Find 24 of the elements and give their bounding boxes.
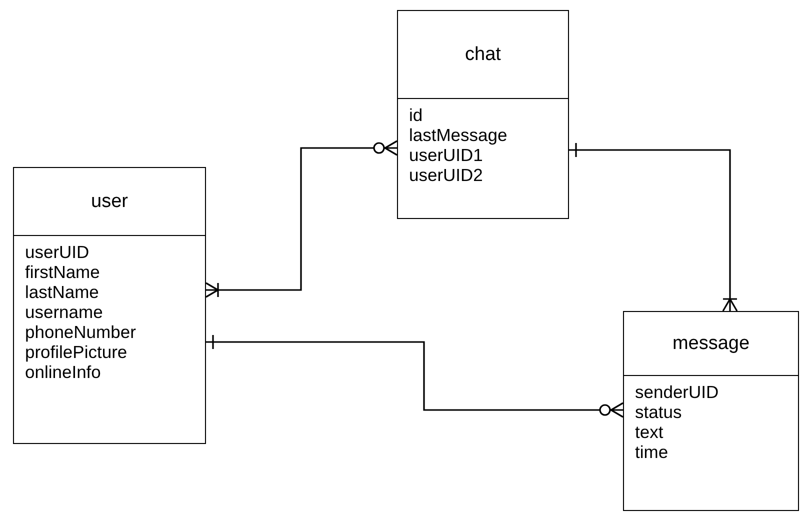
entity-table (13, 167, 206, 444)
relationship-line (569, 142, 738, 312)
entity-table (397, 10, 569, 219)
attribute-name: time (635, 442, 670, 462)
attribute-name: firstName (25, 262, 101, 282)
attribute-name: userUID1 (409, 145, 484, 165)
attribute-name: onlineInfo (25, 362, 102, 382)
attribute-name: phoneNumber (25, 322, 137, 342)
attribute-name: lastMessage (409, 125, 508, 145)
attribute-name: profilePicture (25, 342, 128, 362)
entity-name: chat (465, 44, 501, 66)
entity-table (623, 311, 799, 511)
attribute-name: id (409, 105, 424, 125)
attribute-name: username (25, 302, 104, 322)
relationship-line (206, 334, 624, 418)
attribute-name: status (635, 402, 683, 422)
entity-name: user (91, 190, 128, 212)
attribute-name: userUID2 (409, 165, 484, 185)
attribute-name: text (635, 422, 664, 442)
attribute-name: userUID (25, 242, 90, 262)
attribute-name: senderUID (635, 382, 720, 402)
attribute-name: lastName (25, 282, 100, 302)
relationship-line (205, 140, 398, 298)
entity-name: message (672, 332, 750, 354)
